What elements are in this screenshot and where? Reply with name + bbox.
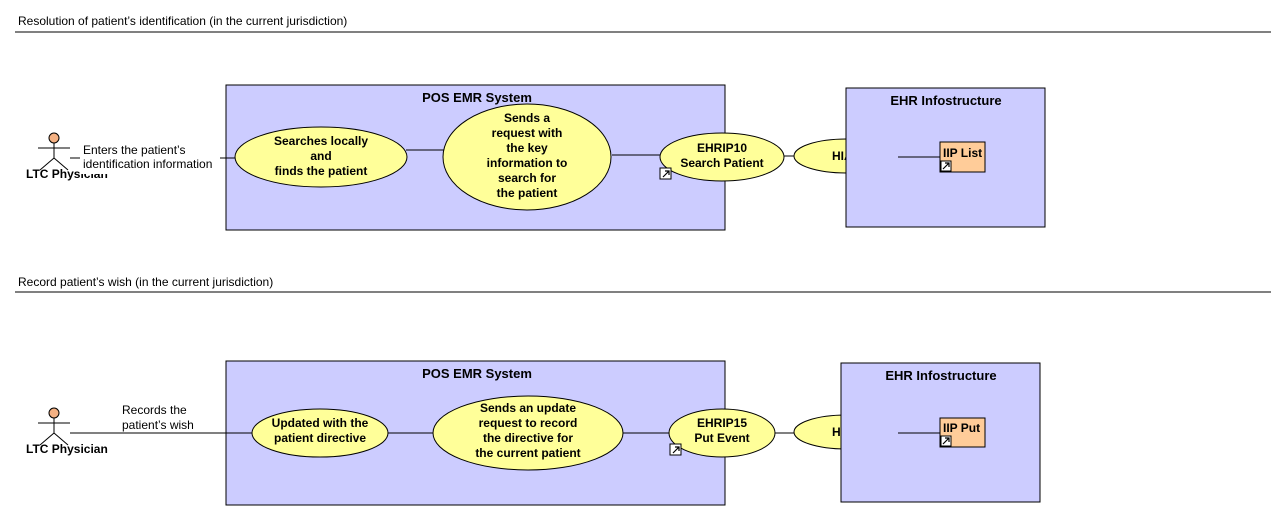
section-resolution: Resolution of patient’s identification (… [15,14,1271,231]
usecase-line: request with [492,126,563,140]
usecase-line: EHRIP15 [697,416,747,430]
usecase-line: EHRIP10 [697,141,747,155]
usecase-updated-directive[interactable]: Updated with the patient directive [251,408,389,458]
usecase-line: Put Event [694,431,749,445]
usecase-ehrip10[interactable]: EHRIP10 Search Patient [659,132,785,182]
section-record-wish: Record patient’s wish (in the current ju… [15,275,1271,506]
usecase-line: Sends a [504,111,550,125]
system-title: EHR Infostructure [890,93,1001,108]
usecase-ehrip15[interactable]: EHRIP15 Put Event [668,408,776,458]
actor-note: Records the patient’s wish [122,403,194,432]
shortcut-arrow-icon [940,435,952,447]
iip-label: IIP List [943,146,982,160]
usecase-line: request to record [479,416,578,430]
note-line-1: Enters the patient’s [83,143,186,157]
usecase-line: the directive for [483,431,573,445]
note-line-2: identification information [83,157,212,171]
actor-ltc-physician[interactable]: LTC Physician [26,407,108,456]
note-line-1: Records the [122,403,187,417]
actor-note: Enters the patient’s identification info… [80,142,220,174]
usecase-line: the patient [497,186,558,200]
usecase-sends-update[interactable]: Sends an update request to record the di… [432,395,624,471]
system-title: EHR Infostructure [885,368,996,383]
stick-figure-icon [38,407,70,446]
shortcut-arrow-icon [940,160,952,172]
iip-put[interactable]: IIP Put [939,417,986,448]
usecase-line: Sends an update [480,401,576,415]
usecase-line: and [310,149,331,163]
system-title: POS EMR System [422,90,532,105]
section-title: Resolution of patient’s identification (… [18,14,347,28]
actor-label: LTC Physician [26,442,108,456]
usecase-searches-locally[interactable]: Searches locally and finds the patient [234,126,408,188]
system-title: POS EMR System [422,366,532,381]
shortcut-arrow-icon[interactable] [659,167,672,180]
usecase-line: Updated with the [272,416,369,430]
usecase-line: Searches locally [274,134,368,148]
iip-list[interactable]: IIP List [939,141,986,173]
usecase-line: the key [506,141,548,155]
shortcut-arrow-icon[interactable] [669,443,682,456]
section-title: Record patient’s wish (in the current ju… [18,275,273,289]
usecase-line: finds the patient [275,164,368,178]
iip-label: IIP Put [943,421,980,435]
note-line-2: patient’s wish [122,418,194,432]
usecase-line: patient directive [274,431,366,445]
usecase-line: information to [487,156,568,170]
usecase-line: Search Patient [680,156,763,170]
system-ehr-infostructure[interactable]: EHR Infostructure [840,362,1041,503]
stick-figure-icon [38,132,70,171]
usecase-line: search for [498,171,556,185]
usecase-line: the current patient [475,446,580,460]
usecase-sends-request[interactable]: Sends a request with the key information… [442,103,612,211]
